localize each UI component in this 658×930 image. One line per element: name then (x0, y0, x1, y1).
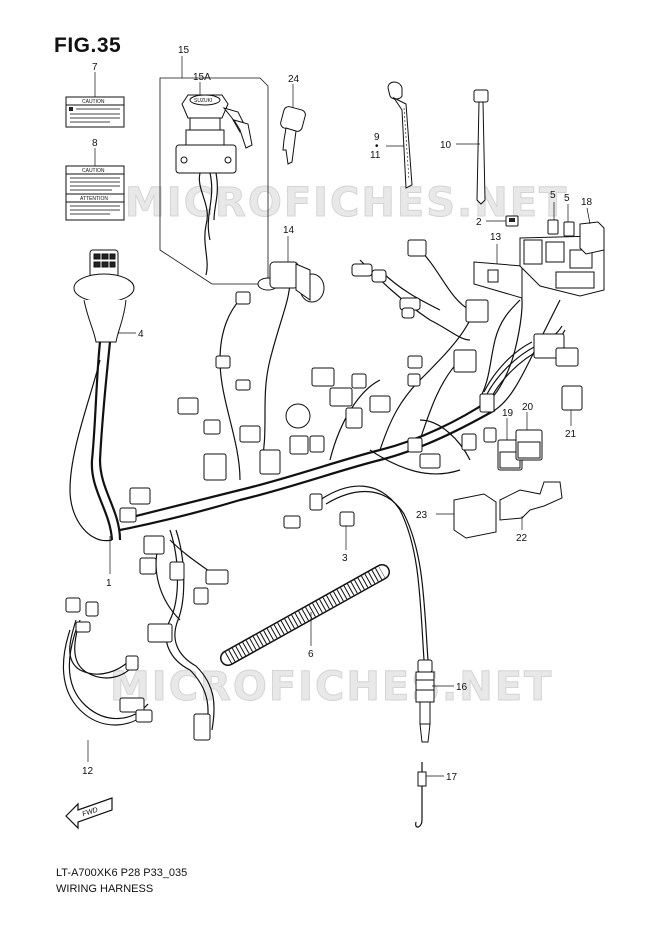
callout-3: 3 (342, 553, 348, 564)
figure-subtitle: WIRING HARNESS (56, 883, 154, 895)
callout-16: 16 (456, 682, 468, 693)
relay-18 (579, 221, 605, 255)
relay-20 (515, 429, 543, 461)
clamp-9-11 (387, 81, 413, 189)
callout-5a: 5 (550, 190, 556, 201)
clip-17 (415, 762, 427, 828)
cap-3 (339, 511, 355, 527)
callout-13: 13 (490, 232, 502, 243)
attention-text-8: ATTENTION (80, 196, 108, 202)
fuse-5a (547, 219, 559, 235)
callout-23: 23 (416, 510, 428, 521)
fwd-text: FWD (81, 807, 98, 819)
protector-tube-6 (220, 564, 390, 666)
model-code: LT-A700XK6 P28 P33_035 (56, 867, 188, 879)
callout-1: 1 (106, 578, 112, 589)
callout-2: 2 (476, 217, 482, 228)
watermark-bottom: MICROFICHES.NET (110, 664, 553, 710)
caution-text-8: CAUTION (82, 168, 105, 174)
callouts: 7 8 15 15A 24 9 • 11 10 14 2 5 5 18 13 4… (82, 45, 593, 783)
connector-21 (561, 385, 583, 411)
callout-8: 8 (92, 138, 98, 149)
key-24 (280, 106, 306, 165)
cable-tie-10 (473, 89, 489, 205)
callout-18: 18 (581, 197, 593, 208)
callout-10: 10 (440, 140, 452, 151)
harness-connectors (65, 239, 579, 741)
caution-attention-label-8: CAUTION ATTENTION (65, 165, 125, 221)
callout-20: 20 (522, 402, 534, 413)
callout-4: 4 (138, 329, 144, 340)
callout-6: 6 (308, 649, 314, 660)
callout-17: 17 (446, 772, 458, 783)
key-brand-text: SUZUKI (194, 98, 212, 104)
callout-14: 14 (283, 225, 295, 236)
fuse-2 (505, 215, 519, 227)
callout-5b: 5 (564, 193, 570, 204)
bracket-22 (499, 481, 563, 521)
figure-title: FIG.35 (54, 34, 122, 57)
fwd-arrow-icon: FWD (65, 797, 113, 830)
callout-19: 19 (502, 408, 514, 419)
leader-lines (87, 56, 591, 777)
callout-15: 15 (178, 45, 190, 56)
ignition-switch-assembly-15: SUZUKI (159, 77, 269, 285)
control-unit-23 (453, 493, 497, 539)
callout-24: 24 (288, 74, 300, 85)
callout-7: 7 (92, 62, 98, 73)
sensor-16 (415, 659, 435, 743)
callout-15a: 15A (193, 72, 211, 83)
callout-12: 12 (82, 766, 94, 777)
callout-22: 22 (516, 533, 528, 544)
callout-21: 21 (565, 429, 577, 440)
caution-label-7: CAUTION (65, 96, 125, 128)
main-coupler-4 (73, 249, 135, 343)
watermark-top: MICROFICHES.NET (125, 180, 568, 226)
fuse-5b (563, 221, 575, 237)
callout-9: 9 (374, 132, 380, 143)
caution-text-7: CAUTION (82, 99, 105, 105)
callout-bullet: • (375, 141, 379, 152)
callout-11: 11 (370, 150, 381, 161)
power-socket-14 (257, 261, 325, 303)
